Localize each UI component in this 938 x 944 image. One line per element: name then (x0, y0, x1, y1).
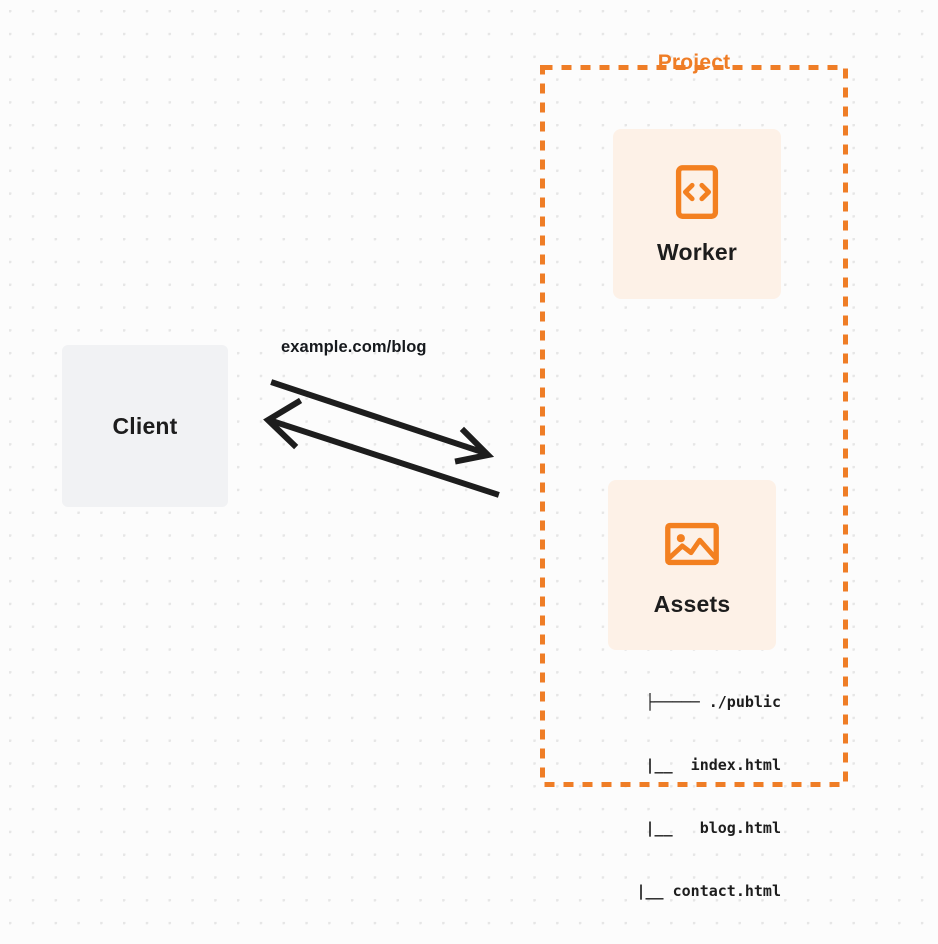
project-dashed-border (540, 65, 848, 787)
node-assets[interactable]: Assets (608, 480, 776, 650)
assets-file-tree: ├───── ./public |__ index.html |__ blog.… (586, 650, 781, 944)
image-landscape-icon (665, 522, 719, 565)
node-worker[interactable]: Worker (613, 129, 781, 299)
node-client[interactable]: Client (62, 345, 228, 507)
tree-row: |__ contact.html (591, 882, 781, 900)
diagram-canvas: Client example.com/blog Project Worker (62, 51, 848, 900)
tree-row: |__ index.html (600, 756, 781, 774)
arrow-request (270, 379, 495, 465)
connection-label: example.com/blog (281, 338, 427, 356)
assets-label: Assets (653, 590, 731, 617)
code-brackets-icon (675, 164, 719, 219)
connection-arrows (263, 379, 500, 498)
group-project: Project (540, 51, 848, 787)
client-label: Client (112, 412, 178, 439)
project-title: Project (657, 51, 731, 74)
arrow-response (263, 397, 500, 498)
worker-label: Worker (656, 238, 738, 265)
tree-row: ├───── ./public (645, 693, 781, 711)
tree-row: |__ blog.html (600, 819, 781, 837)
